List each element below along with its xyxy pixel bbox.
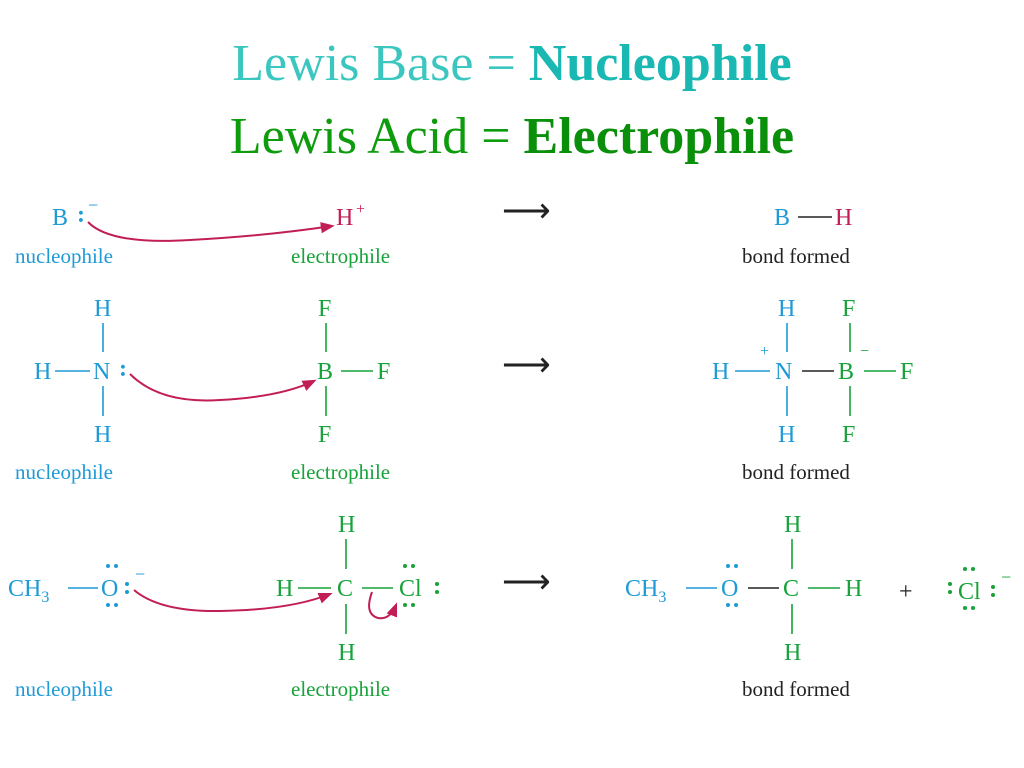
r3-chloride: Cl (958, 579, 981, 605)
r3-prod-O: O (721, 576, 738, 602)
r1-nuc-lone-pair: : (77, 202, 85, 228)
r3-prod-O-pair-top-1 (726, 564, 730, 568)
r2-elec-F-bottom: F (318, 422, 331, 448)
title-lewis-base: Lewis Base = Nucleophile (0, 38, 1024, 90)
r1-elec-H: H (336, 205, 353, 231)
r1-label-bond-formed: bond formed (742, 244, 850, 268)
r3-chloride-pair-right-2 (991, 593, 995, 597)
r1-prod-B: B (774, 205, 790, 231)
r3-elec-C: C (337, 576, 353, 602)
r3-nuc-lone-pair-right-2 (125, 590, 129, 594)
r3-nuc-lone-pair-top-1 (106, 564, 110, 568)
r2-prod-H-left: H (712, 359, 729, 385)
r2-elec-B: B (317, 359, 333, 385)
title-lewis-base-prefix: Lewis Base = (232, 35, 529, 92)
r3-elec-Cl-pair-right-1 (435, 582, 439, 586)
r3-nuc-subscript: 3 (41, 589, 49, 606)
title-electrophile: Electrophile (523, 108, 795, 165)
r1-label-nucleophile: nucleophile (15, 244, 113, 268)
r2-prod-N: N (775, 359, 792, 385)
r3-chloride-pair-top-2 (971, 567, 975, 571)
r3-chloride-pair-top-1 (963, 567, 967, 571)
r3-reaction-arrow: ⟶ (502, 564, 551, 601)
r3-nuc-O: O (101, 576, 118, 602)
reaction-2: H H N : H F B F F ⟶ H + H N H F − B F (15, 296, 913, 484)
title-lewis-acid: Lewis Acid = Electrophile (0, 111, 1024, 163)
r1-nuc-charge: − (88, 195, 98, 215)
r3-prod-ch: CH (625, 576, 658, 602)
r2-nuc-lone-pair: : (119, 356, 127, 382)
title-lewis-acid-prefix: Lewis Acid = (229, 108, 524, 165)
r2-label-nucleophile: nucleophile (15, 460, 113, 484)
r2-prod-F-top-B: F (842, 296, 855, 322)
r2-elec-F-top: F (318, 296, 331, 322)
r2-nuc-H-bottom: H (94, 422, 111, 448)
r3-prod-subscript: 3 (658, 589, 666, 606)
r2-label-electrophile: electrophile (291, 460, 390, 484)
r3-elec-H-top: H (338, 512, 355, 538)
r3-nuc-lone-pair-bottom-1 (106, 603, 110, 607)
r3-nuc-lone-pair-bottom-2 (114, 603, 118, 607)
r3-prod-O-pair-bottom-1 (726, 603, 730, 607)
r1-elec-charge: + (356, 201, 365, 218)
r2-electron-arrow (129, 373, 317, 402)
r3-elec-Cl: Cl (399, 576, 422, 602)
r3-elec-Cl-pair-bottom-1 (403, 603, 407, 607)
r3-prod-O-pair-bottom-2 (734, 603, 738, 607)
r2-nuc-N: N (93, 359, 110, 385)
r1-reaction-arrow: ⟶ (502, 193, 551, 230)
r3-chloride-pair-right-1 (991, 585, 995, 589)
r2-nuc-H-left: H (34, 359, 51, 385)
r3-chloride-pair-bottom-1 (963, 606, 967, 610)
r1-electron-arrow (87, 221, 335, 242)
r3-leaving-arrow (368, 591, 398, 620)
r2-label-bond-formed: bond formed (742, 460, 850, 484)
r1-nuc-B: B (52, 205, 68, 231)
r3-plus-sign: + (899, 579, 913, 605)
r3-prod-C: C (783, 576, 799, 602)
r3-chloride-pair-left-2 (948, 590, 952, 594)
reaction-1: B : − H + ⟶ B H nucleophile electrophile… (15, 193, 852, 268)
reaction-3: CH3 O − H H C Cl H ⟶ CH3 O (8, 512, 1011, 701)
r3-nuc-ch: CH (8, 576, 41, 602)
r3-electron-arrow (133, 589, 333, 613)
r3-prod-H-top: H (784, 512, 801, 538)
r3-elec-Cl-pair-top-2 (411, 564, 415, 568)
r3-nuc-charge: − (135, 564, 145, 584)
r1-label-electrophile: electrophile (291, 244, 390, 268)
r3-prod-O-pair-top-2 (734, 564, 738, 568)
r2-prod-F-bottom-B: F (842, 422, 855, 448)
r3-prod-methyl: CH3 (625, 576, 666, 606)
r2-prod-F-right: F (900, 359, 913, 385)
r3-elec-H-left: H (276, 576, 293, 602)
r3-chloride-pair-left-1 (948, 582, 952, 586)
r3-chloride-pair-bottom-2 (971, 606, 975, 610)
r3-nuc-methyl: CH3 (8, 576, 49, 606)
r2-nuc-H-top: H (94, 296, 111, 322)
r1-prod-H: H (835, 205, 852, 231)
r3-prod-H-bottom: H (784, 640, 801, 666)
r3-label-bond-formed: bond formed (742, 677, 850, 701)
r2-prod-B-charge: − (860, 343, 869, 360)
r3-chloride-charge: − (1001, 567, 1011, 587)
r3-nuc-lone-pair-right-1 (125, 582, 129, 586)
r2-prod-H-top-N: H (778, 296, 795, 322)
r2-elec-F-right: F (377, 359, 390, 385)
r2-prod-N-charge: + (760, 343, 769, 360)
r3-elec-Cl-pair-top-1 (403, 564, 407, 568)
r2-prod-H-bottom-N: H (778, 422, 795, 448)
r2-reaction-arrow: ⟶ (502, 347, 551, 384)
r3-elec-Cl-pair-bottom-2 (411, 603, 415, 607)
r3-elec-Cl-pair-right-2 (435, 590, 439, 594)
r3-label-nucleophile: nucleophile (15, 677, 113, 701)
r2-prod-B: B (838, 359, 854, 385)
r3-nuc-lone-pair-top-2 (114, 564, 118, 568)
title-nucleophile: Nucleophile (528, 35, 792, 92)
r3-prod-H-right: H (845, 576, 862, 602)
r3-elec-H-bottom: H (338, 640, 355, 666)
r3-label-electrophile: electrophile (291, 677, 390, 701)
